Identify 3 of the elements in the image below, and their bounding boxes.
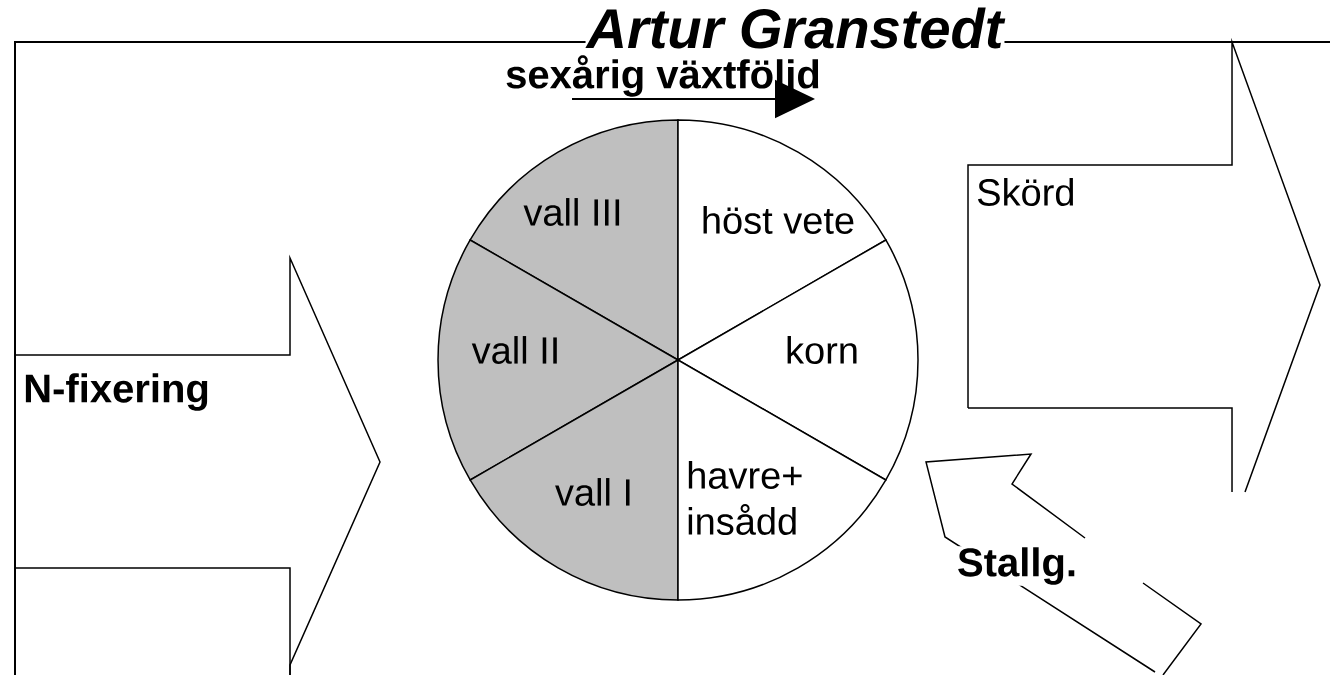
title: Artur Granstedt [585,6,1006,50]
subtitle: sexårig växtföljd [506,55,819,97]
node-label: Stallg. [958,547,1075,585]
